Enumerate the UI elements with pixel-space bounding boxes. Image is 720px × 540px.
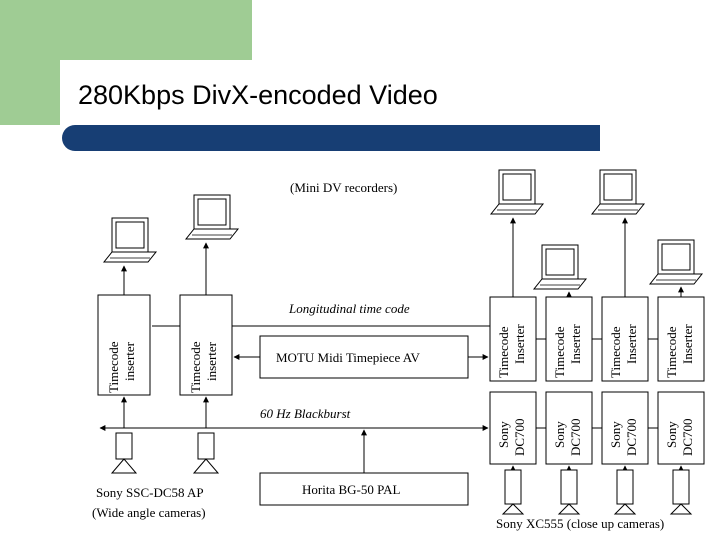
timecode-inserter-box bbox=[179, 294, 233, 396]
inserter-label: Timecode bbox=[106, 341, 121, 393]
timecode-inserter-box bbox=[489, 296, 537, 382]
sony-dc700-label: Sony bbox=[552, 421, 567, 448]
inserter-label: Timecode bbox=[188, 341, 203, 393]
timecode-inserter-box bbox=[97, 294, 151, 396]
motu-timepiece-box bbox=[259, 335, 469, 379]
camera-icon bbox=[111, 432, 137, 474]
laptop-icon bbox=[103, 217, 157, 263]
inserter-label: Inserter bbox=[568, 324, 583, 364]
camera-icon bbox=[193, 432, 219, 474]
laptop-icon bbox=[185, 194, 239, 240]
horita-label: Horita BG-50 PAL bbox=[302, 482, 401, 497]
inserter-label: Inserter bbox=[680, 324, 695, 364]
sony-dc700-box bbox=[657, 391, 705, 465]
laptop-icon bbox=[490, 169, 544, 215]
inserter-label: Inserter bbox=[624, 324, 639, 364]
laptop-icon bbox=[533, 244, 587, 290]
wide-camera-label: (Wide angle cameras) bbox=[92, 505, 206, 520]
timecode-inserter-box bbox=[545, 296, 593, 382]
sony-dc700-label: DC700 bbox=[680, 418, 695, 456]
camera-icon bbox=[502, 469, 524, 515]
inserter-label: Inserter bbox=[512, 324, 527, 364]
sony-dc700-label: Sony bbox=[608, 421, 623, 448]
sony-dc700-box bbox=[489, 391, 537, 465]
camera-icon bbox=[670, 469, 692, 515]
inserter-label: Timecode bbox=[608, 326, 623, 378]
inserter-label: inserter bbox=[204, 341, 219, 381]
inserter-label: Timecode bbox=[664, 326, 679, 378]
sony-dc700-label: DC700 bbox=[624, 418, 639, 456]
sony-dc700-label: Sony bbox=[496, 421, 511, 448]
longitudinal-label: Longitudinal time code bbox=[288, 301, 410, 316]
camera-icon bbox=[614, 469, 636, 515]
sony-dc700-label: Sony bbox=[664, 421, 679, 448]
laptop-icon bbox=[591, 169, 645, 215]
wide-camera-label: Sony SSC-DC58 AP bbox=[96, 485, 204, 500]
recorders-label: (Mini DV recorders) bbox=[290, 180, 397, 195]
timecode-inserter-box bbox=[601, 296, 649, 382]
sony-dc700-label: DC700 bbox=[512, 418, 527, 456]
green-side-band bbox=[0, 0, 60, 125]
slide-title: 280Kbps DivX-encoded Video bbox=[78, 80, 438, 110]
inserter-label: inserter bbox=[122, 341, 137, 381]
laptop-icon bbox=[649, 239, 703, 285]
inserter-label: Timecode bbox=[552, 326, 567, 378]
sony-dc700-box bbox=[545, 391, 593, 465]
timecode-inserter-box bbox=[657, 296, 705, 382]
motu-label: MOTU Midi Timepiece AV bbox=[276, 350, 420, 365]
horita-box bbox=[259, 472, 469, 506]
inserter-label: Timecode bbox=[496, 326, 511, 378]
blackburst-label: 60 Hz Blackburst bbox=[260, 406, 351, 421]
camera-icon bbox=[558, 469, 580, 515]
sony-dc700-box bbox=[601, 391, 649, 465]
closeup-camera-label: Sony XC555 (close up cameras) bbox=[496, 516, 664, 531]
title-underline-bar bbox=[62, 125, 600, 151]
sony-dc700-label: DC700 bbox=[568, 418, 583, 456]
